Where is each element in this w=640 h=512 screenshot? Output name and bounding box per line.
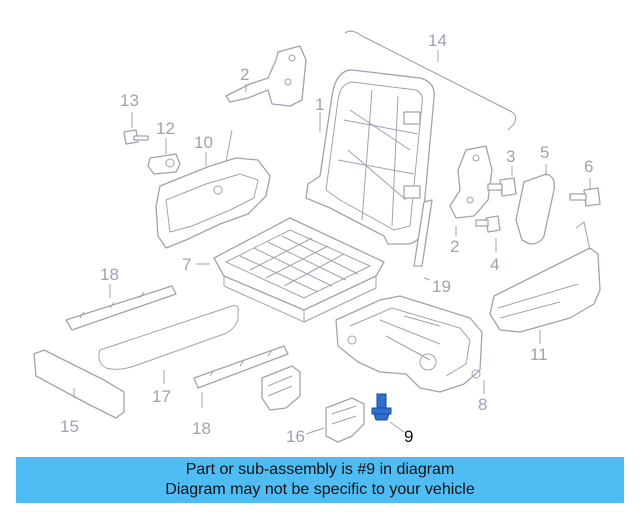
part-2-upper-bracket — [225, 45, 307, 107]
callout-18-upper: 18 — [100, 265, 119, 284]
banner-line-1: Part or sub-assembly is #9 in diagram — [185, 461, 455, 478]
parts-diagram: 14 2 1 13 12 10 7 19 2 3 4 5 6 11 8 9 16… — [33, 30, 601, 446]
part-17-wire-frame — [98, 305, 239, 370]
part-9-bolt — [371, 393, 392, 421]
callout-9: 9 — [404, 427, 413, 446]
part-5-cover — [515, 173, 555, 245]
callout-13: 13 — [120, 91, 139, 110]
callout-16: 16 — [286, 427, 305, 446]
part-13-bolt — [123, 129, 149, 145]
callout-15: 15 — [60, 417, 79, 436]
part-8-riser — [335, 295, 483, 393]
callout-3: 3 — [506, 147, 515, 166]
banner-line-2: Diagram may not be specific to your vehi… — [165, 481, 475, 498]
part-6-bolt — [569, 187, 601, 207]
callout-19: 19 — [432, 277, 451, 296]
part-11-side-shield — [489, 221, 601, 333]
part-7-cushion-frame — [213, 217, 385, 323]
part-19-rod — [413, 199, 433, 267]
callout-5: 5 — [540, 143, 549, 162]
leader-lines — [73, 50, 591, 435]
callout-6: 6 — [584, 157, 593, 176]
callout-18-lower: 18 — [192, 419, 211, 438]
callout-11: 11 — [530, 345, 548, 364]
callout-1: 1 — [315, 95, 324, 114]
callout-4: 4 — [490, 255, 499, 274]
callout-10: 10 — [194, 133, 213, 152]
part-18-lower-track — [193, 345, 289, 389]
part-12-spacer — [147, 153, 181, 175]
callout-7: 7 — [182, 255, 191, 274]
callout-12: 12 — [156, 119, 175, 138]
part-14-rod — [344, 30, 517, 131]
part-2-lower-bracket — [449, 145, 493, 219]
part-16-hinge — [261, 365, 301, 411]
part-15-side-piece — [33, 349, 125, 419]
callout-17: 17 — [152, 387, 171, 406]
callout-2-upper: 2 — [240, 65, 249, 84]
part-16-bracket — [325, 397, 365, 443]
part-10-side-trim — [155, 129, 271, 249]
callout-labels: 14 2 1 13 12 10 7 19 2 3 4 5 6 11 8 9 16… — [60, 31, 593, 446]
part-3-bolt — [487, 177, 517, 197]
callout-14: 14 — [428, 31, 447, 50]
info-banner: Part or sub-assembly is #9 in diagram Di… — [16, 457, 624, 503]
callout-8: 8 — [478, 395, 487, 414]
part-18-upper-track — [65, 285, 177, 331]
callout-2-lower: 2 — [450, 237, 459, 256]
part-1-seatback-frame — [305, 69, 435, 245]
part-4-bolt — [475, 215, 501, 233]
